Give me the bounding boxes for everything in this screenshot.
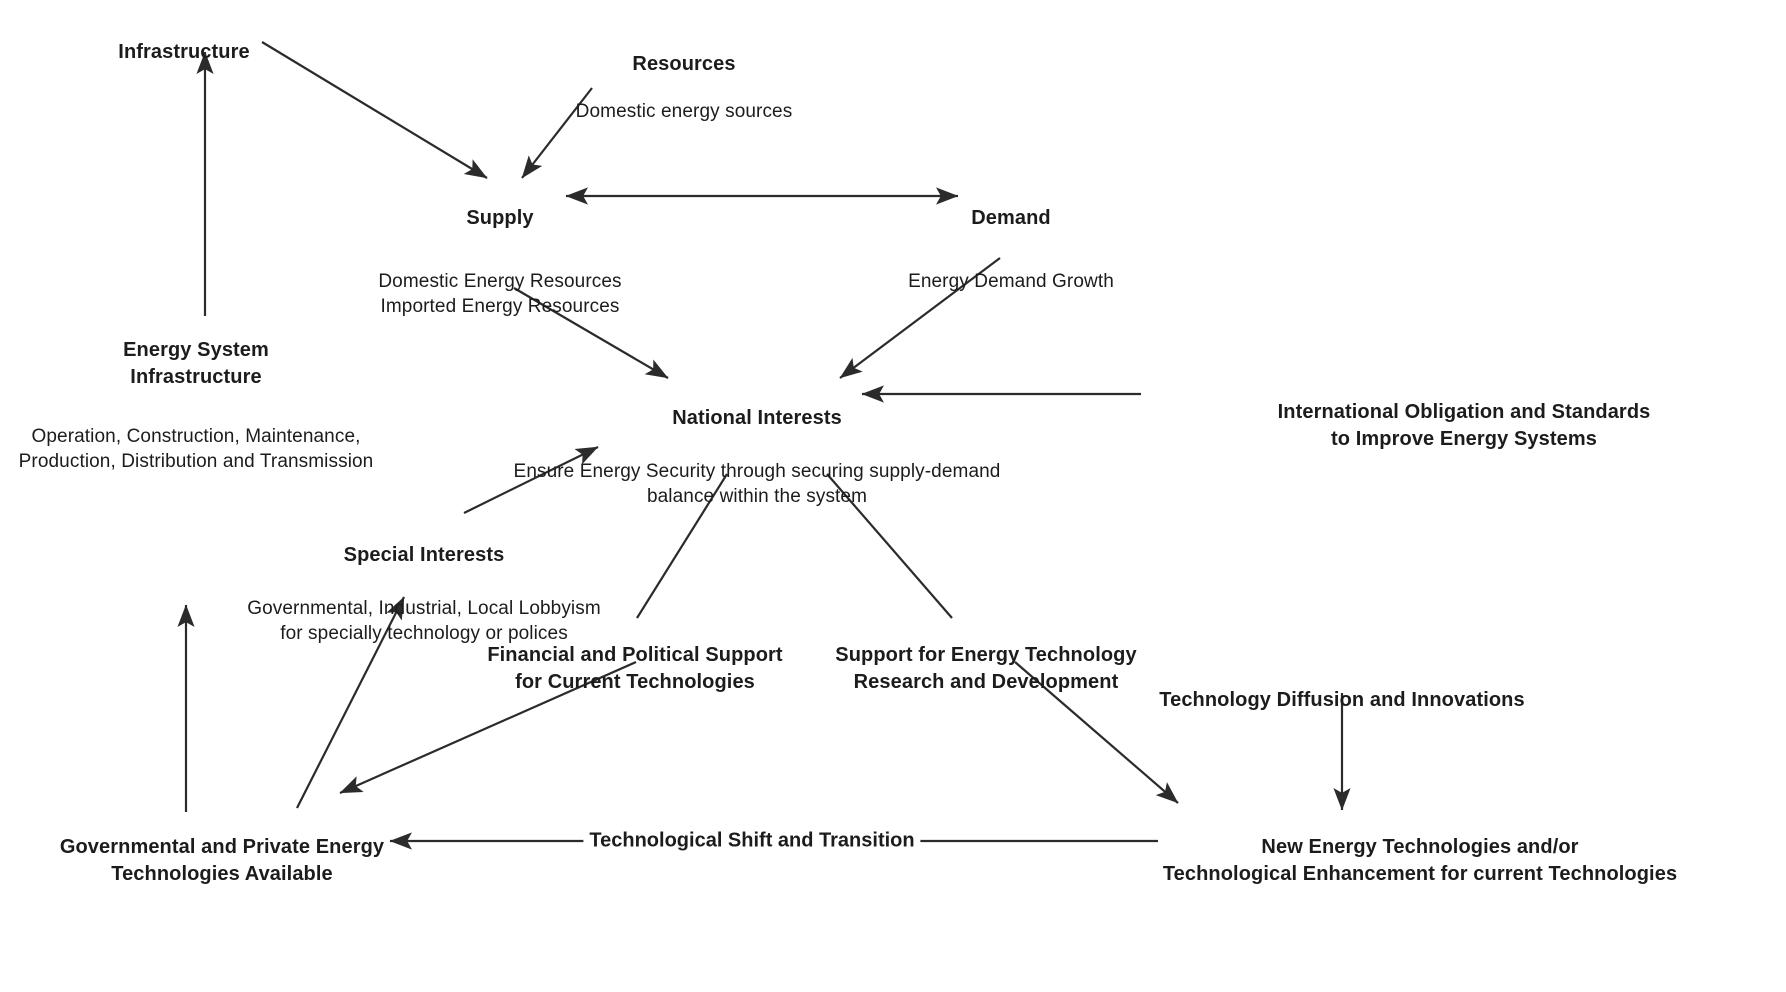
node-national-interests-title: National Interests (672, 407, 842, 430)
node-financial-political-support-title: Financial and Political Support for Curr… (487, 644, 783, 693)
node-demand-sub: Energy Demand Growth (908, 270, 1114, 292)
node-support-rnd[interactable]: Support for Energy Technology Research a… (776, 621, 1196, 716)
node-infrastructure-title: Infrastructure (118, 41, 250, 64)
node-national-interests[interactable]: National Interests Ensure Energy Securit… (437, 384, 1077, 530)
node-demand-title: Demand (971, 207, 1051, 230)
node-resources[interactable]: Resources Domestic energy sources (514, 30, 854, 145)
node-new-energy-tech[interactable]: New Energy Technologies and/or Technolog… (1050, 813, 1786, 908)
node-supply[interactable]: Supply Domestic Energy Resources Importe… (335, 184, 665, 340)
node-energy-system-infrastructure-title: Energy System Infrastructure (123, 339, 269, 388)
node-gov-private-tech-title: Governmental and Private Energy Technolo… (59, 836, 385, 885)
node-national-interests-sub: Ensure Energy Security through securing … (513, 460, 1001, 507)
node-international-obligation-title: International Obligation and Standards t… (1277, 401, 1651, 450)
node-energy-system-infrastructure[interactable]: Energy System Infrastructure Operation, … (0, 316, 406, 495)
node-technology-diffusion-title: Technology Diffusion and Innovations (1159, 689, 1525, 712)
node-special-interests-title: Special Interests (343, 544, 505, 567)
node-support-rnd-title: Support for Energy Technology Research a… (835, 644, 1137, 693)
node-energy-system-infrastructure-sub: Operation, Construction, Maintenance, Pr… (18, 426, 374, 473)
edge-label-technological-shift: Technological Shift and Transition (583, 829, 921, 853)
node-demand[interactable]: Demand Energy Demand Growth (846, 184, 1176, 315)
node-special-interests[interactable]: Special Interests Governmental, Industri… (174, 521, 674, 667)
node-resources-sub: Domestic energy sources (575, 100, 793, 122)
node-resources-title: Resources (632, 53, 736, 76)
node-financial-political-support[interactable]: Financial and Political Support for Curr… (425, 621, 845, 716)
node-special-interests-sub: Governmental, Industrial, Local Lobbyism… (247, 597, 601, 644)
node-technology-diffusion[interactable]: Technology Diffusion and Innovations (1112, 666, 1572, 735)
node-infrastructure[interactable]: Infrastructure (54, 18, 314, 87)
node-supply-title: Supply (466, 207, 534, 230)
node-gov-private-tech[interactable]: Governmental and Private Energy Technolo… (12, 813, 432, 908)
node-new-energy-tech-title: New Energy Technologies and/or Technolog… (1162, 836, 1678, 885)
node-international-obligation[interactable]: International Obligation and Standards t… (1134, 378, 1786, 473)
node-supply-sub: Domestic Energy Resources Imported Energ… (378, 270, 622, 317)
